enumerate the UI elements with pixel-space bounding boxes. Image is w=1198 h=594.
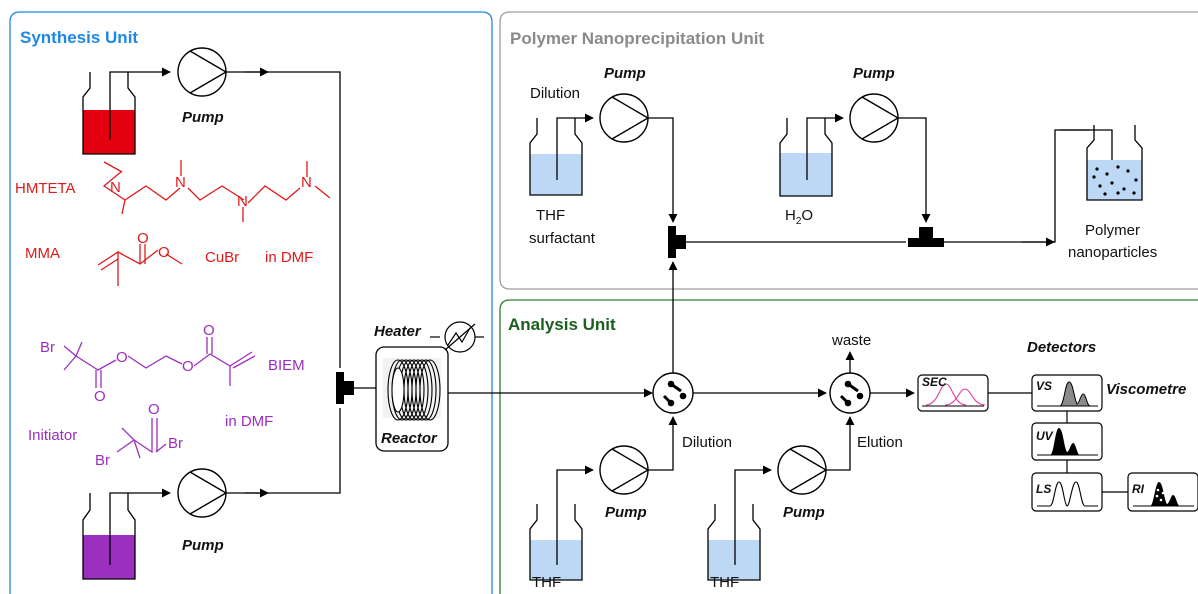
elution-label: Elution [857,434,903,451]
analysis-thf-vessel-2 [707,465,772,581]
synthesis-unit-frame: Synthesis Unit [9,11,493,594]
uv-detector: UV [1031,422,1103,461]
atom-br-2: Br [95,452,110,469]
analysis-pump-2-label: Pump [783,504,825,521]
nano-pump-1-line [648,117,678,223]
initiator-structure: Initiator O Br Br [28,401,183,469]
atom-o-7: O [148,401,160,418]
biem-structure: Br O O O O BIEM in DMF [40,322,305,430]
uv-label: UV [1036,429,1054,443]
nano-pump-2-icon [849,93,899,143]
viscometre-label: Viscometre [1106,381,1186,398]
detectors-title: Detectors [1027,339,1096,356]
atom-br-3: Br [168,435,183,452]
analysis-pump-2-icon [777,445,827,495]
analysis-pump-1-icon [599,445,649,495]
nano-pump-1-label: Pump [604,65,646,82]
cubr-label: CuBr [205,249,239,266]
surfactant-label: surfactant [529,230,596,247]
purple-reagent-vessel [82,488,171,580]
ls-detector: LS [1031,472,1103,512]
atom-o-2: O [158,244,170,261]
nano-pump-2-line [898,117,931,223]
atom-n-4: N [301,174,312,191]
nano-pump-2-label: Pump [853,65,895,82]
elution-valve-icon [828,371,872,415]
vs-label: VS [1036,379,1052,393]
mma-structure: MMA O O CuBr in DMF [25,230,313,286]
analysis-thf-vessel-1 [529,465,594,581]
atom-o-5: O [182,358,194,375]
nanoparticle-vessel [1086,125,1143,201]
hmteta-structure: HMTETA N N N N [15,160,331,222]
to-particles-line [944,129,1090,243]
initiator-label: Initiator [28,427,77,444]
nano-mixer-2 [908,227,944,247]
atom-n-3: N [237,193,248,210]
analysis-pump-1-label: Pump [605,504,647,521]
ls-label: LS [1036,482,1051,496]
synthesis-pump-bottom-icon [177,468,227,518]
heater-label: Heater [374,323,422,340]
atom-n-2: N [175,174,186,191]
h2o-label: H2O [785,207,813,227]
sec-label: SEC [922,375,947,389]
heater-icon [430,321,484,353]
h2o-vessel [779,113,844,197]
analysis-thf-label-2: THF [710,574,739,591]
analysis-pump-2-line [826,416,855,471]
synthesis-pump-top-label: Pump [182,109,224,126]
waste-label: waste [831,332,871,349]
biem-label: BIEM [268,357,305,374]
atom-n-1: N [110,179,121,196]
polymer-label: Polymer [1085,222,1140,239]
atom-o-1: O [137,230,149,247]
synthesis-pump-top-icon [177,47,227,97]
nano-pump-1-icon [599,93,649,143]
analysis-unit-frame: Analysis Unit [499,299,1198,594]
analysis-pump-1-line [648,416,678,471]
nano-dilution-label: Dilution [530,85,580,102]
dilution-valve-icon [651,371,695,415]
vs-detector: VS [1031,374,1103,412]
thf-label: THF [536,207,565,224]
nanoprecipitation-unit-frame: Polymer Nanoprecipitation Unit [499,11,1198,290]
atom-o-3: O [94,388,106,405]
synthesis-pump-bottom-label: Pump [182,537,224,554]
in-dmf-label-2: in DMF [225,413,273,430]
reactor-label: Reactor [381,430,438,447]
ri-detector: RI [1127,472,1198,512]
atom-o-6: O [203,322,215,339]
sec-column: SEC [917,374,989,412]
reactor: Reactor [375,346,449,452]
mma-label: MMA [25,245,60,262]
ri-label: RI [1132,482,1145,496]
analysis-dilution-label: Dilution [682,434,732,451]
synthesis-mixer [336,372,354,404]
nano-mixer-1 [668,226,686,258]
in-dmf-label-1: in DMF [265,249,313,266]
analysis-thf-label-1: THF [532,574,561,591]
atom-o-4: O [116,349,128,366]
nanoprecipitation-unit-title: Polymer Nanoprecipitation Unit [510,29,764,48]
atom-br-1: Br [40,339,55,356]
thf-surfactant-vessel [529,113,594,196]
synthesis-unit-title: Synthesis Unit [20,28,138,47]
analysis-unit-title: Analysis Unit [508,315,616,334]
red-reagent-vessel [82,67,171,155]
nanoparticles-label: nanoparticles [1068,244,1157,261]
hmteta-label: HMTETA [15,180,76,197]
